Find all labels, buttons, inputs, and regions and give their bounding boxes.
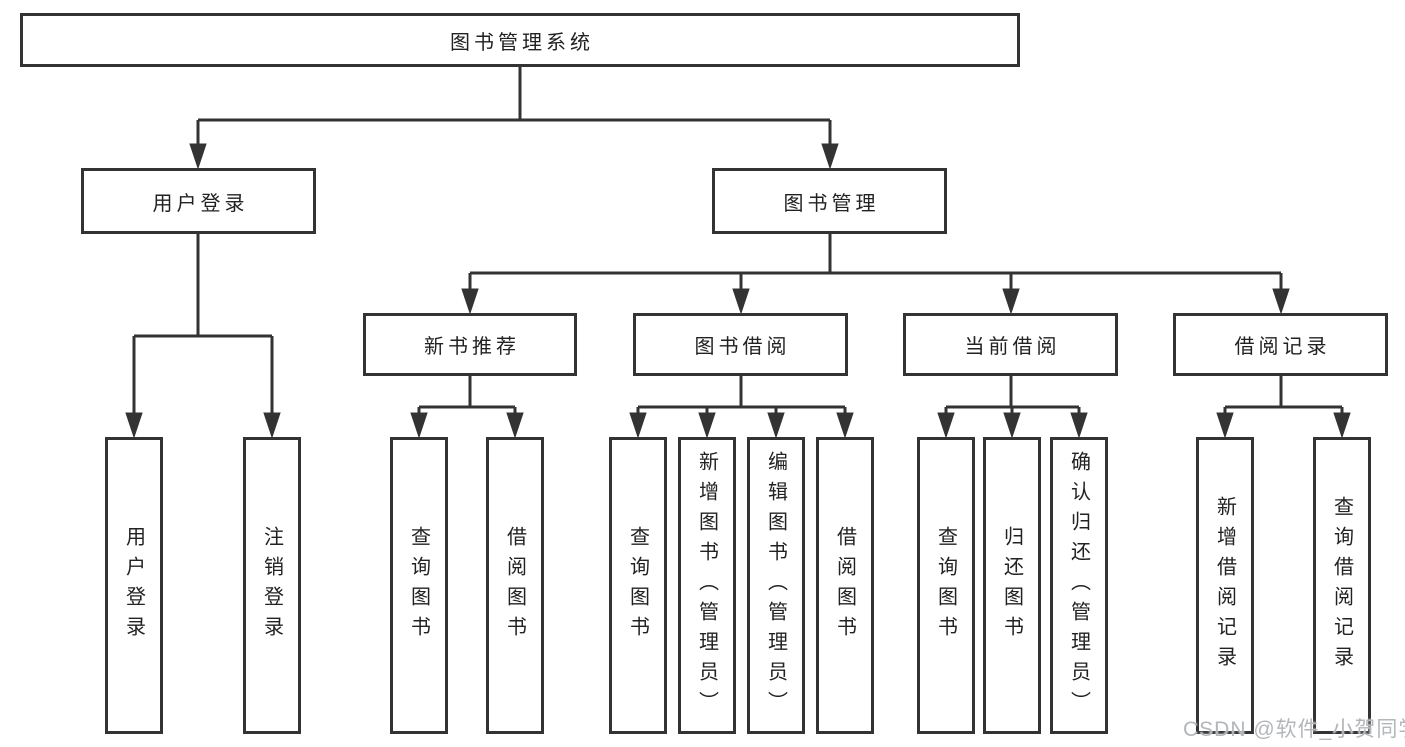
node-leaf-query-borrow-record: 查询借阅记录 [1313,437,1371,734]
node-leaf-user-login-label: 用户登录 [122,525,145,646]
node-leaf-query-books-borrow: 查询图书 [609,437,667,734]
node-leaf-user-login: 用户登录 [105,437,163,734]
node-leaf-query-books-recommend: 查询图书 [390,437,448,734]
node-leaf-logout: 注销登录 [243,437,301,734]
node-leaf-add-books-admin: 新增图书（管理员） [678,437,736,734]
node-current-borrow: 当前借阅 [903,313,1118,376]
node-leaf-add-borrow-record: 新增借阅记录 [1196,437,1254,734]
connector-book-management-children [461,234,1290,315]
node-leaf-logout-label: 注销登录 [260,525,283,646]
node-book-borrow: 图书借阅 [633,313,848,376]
node-new-book-recommend: 新书推荐 [363,313,577,376]
node-new-book-recommend-label: 新书推荐 [424,336,520,358]
node-current-borrow-label: 当前借阅 [964,336,1061,358]
node-leaf-add-books-admin-label: 新增图书（管理员） [695,450,718,721]
node-leaf-return-books-label: 归还图书 [1000,525,1023,646]
node-leaf-borrow-books-recommend: 借阅图书 [486,437,544,734]
node-leaf-borrow-books: 借阅图书 [816,437,874,734]
node-borrow-records-label: 借阅记录 [1234,336,1331,358]
node-leaf-return-books: 归还图书 [983,437,1041,734]
node-leaf-borrow-books-label: 借阅图书 [833,525,856,646]
node-borrow-records: 借阅记录 [1173,313,1388,376]
node-leaf-query-books-recommend-label: 查询图书 [407,525,430,646]
connector-book-borrow-children [629,376,854,439]
node-leaf-confirm-return-admin: 确认归还（管理员） [1050,437,1108,734]
node-leaf-add-borrow-record-label: 新增借阅记录 [1213,495,1236,676]
node-leaf-borrow-books-recommend-label: 借阅图书 [503,525,526,646]
connector-user-login-children [125,234,281,439]
node-leaf-query-books-current-label: 查询图书 [934,525,957,646]
connector-root-to-level2 [189,67,839,170]
node-leaf-query-borrow-record-label: 查询借阅记录 [1330,495,1353,676]
connector-new-book-children [410,376,524,439]
node-book-management: 图书管理 [712,168,947,234]
node-book-borrow-label: 图书借阅 [694,336,791,358]
node-user-login: 用户登录 [81,168,316,234]
connector-borrow-records-children [1216,376,1351,439]
node-library-system: 图书管理系统 [20,13,1020,67]
node-leaf-query-books-borrow-label: 查询图书 [626,525,649,646]
node-leaf-query-books-current: 查询图书 [917,437,975,734]
connector-current-borrow-children [937,376,1088,439]
csdn-watermark: CSDN @软件_小贺同学 [1183,718,1405,741]
node-leaf-edit-books-admin: 编辑图书（管理员） [747,437,805,734]
node-user-login-label: 用户登录 [152,192,249,215]
node-library-system-label: 图书管理系统 [450,31,594,54]
node-book-management-label: 图书管理 [783,192,880,215]
node-leaf-confirm-return-admin-label: 确认归还（管理员） [1067,450,1090,721]
node-leaf-edit-books-admin-label: 编辑图书（管理员） [764,450,787,721]
